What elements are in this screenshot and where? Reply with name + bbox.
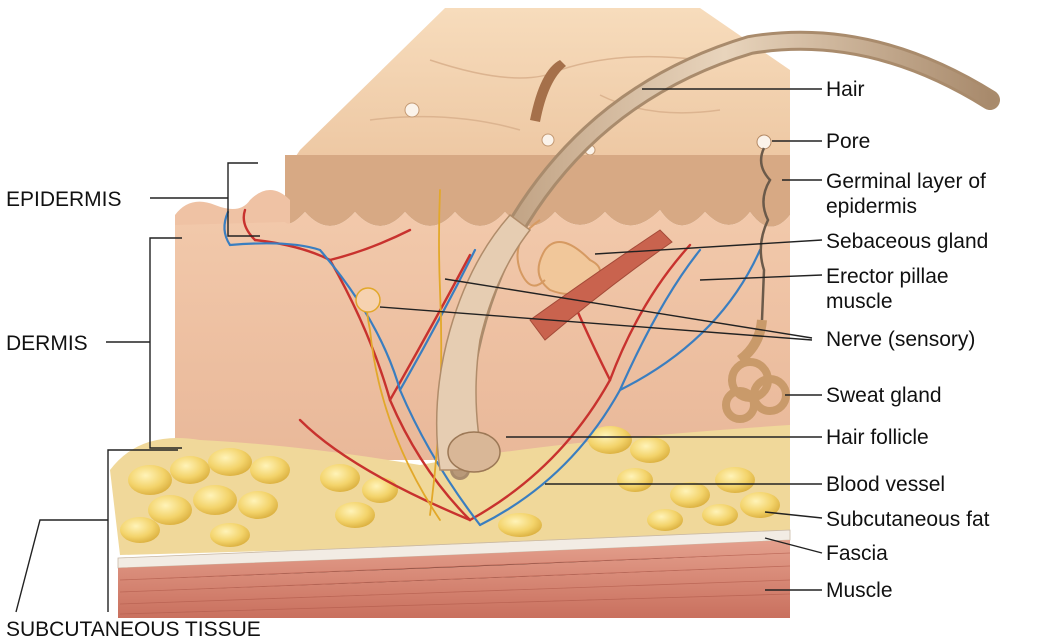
subcutaneous-bracket: [15, 449, 178, 613]
muscle-fibers: [119, 552, 791, 615]
label-blood-vessel: Blood vessel: [826, 473, 945, 496]
pore-opening: [756, 134, 772, 150]
label-germinal-layer-line1: Germinal layer of: [826, 170, 986, 193]
label-sweat-gland: Sweat gland: [826, 384, 942, 407]
hair-bulb: [447, 431, 501, 473]
label-pore: Pore: [826, 130, 870, 153]
label-muscle: Muscle: [826, 579, 893, 602]
label-erector-pillae-line1: Erector pillae: [826, 265, 949, 288]
hair-follicle: [435, 213, 532, 471]
fat-lobules: [120, 426, 780, 547]
surface-droplet: [541, 133, 555, 147]
blood-vessels: [223, 208, 762, 527]
label-subcutaneous-tissue: SUBCUTANEOUS TISSUE: [6, 618, 261, 641]
surface-crease: [599, 94, 721, 114]
surface-droplet: [404, 102, 420, 118]
hair-and-follicle: [435, 30, 1000, 480]
label-epidermis: EPIDERMIS: [6, 188, 122, 211]
label-dermis: DERMIS: [6, 332, 88, 355]
label-sebaceous-gland: Sebaceous gland: [826, 230, 988, 253]
label-nerve: Nerve (sensory): [826, 328, 975, 351]
dermis-bracket: [106, 237, 182, 449]
erector-pillae-muscle: [529, 229, 673, 341]
label-hair: Hair: [826, 78, 865, 101]
label-germinal-layer-line2: epidermis: [826, 195, 917, 218]
label-fascia: Fascia: [826, 542, 888, 565]
label-subcutaneous-fat: Subcutaneous fat: [826, 508, 990, 531]
surface-crease: [369, 115, 521, 131]
label-erector-pillae-line2: muscle: [826, 290, 893, 313]
subcutaneous-fat-layer: [110, 425, 790, 555]
leader-lines: [379, 88, 823, 591]
label-hair-follicle: Hair follicle: [826, 426, 929, 449]
sensory-nerves: [355, 189, 443, 521]
epidermis-bracket: [150, 162, 260, 237]
